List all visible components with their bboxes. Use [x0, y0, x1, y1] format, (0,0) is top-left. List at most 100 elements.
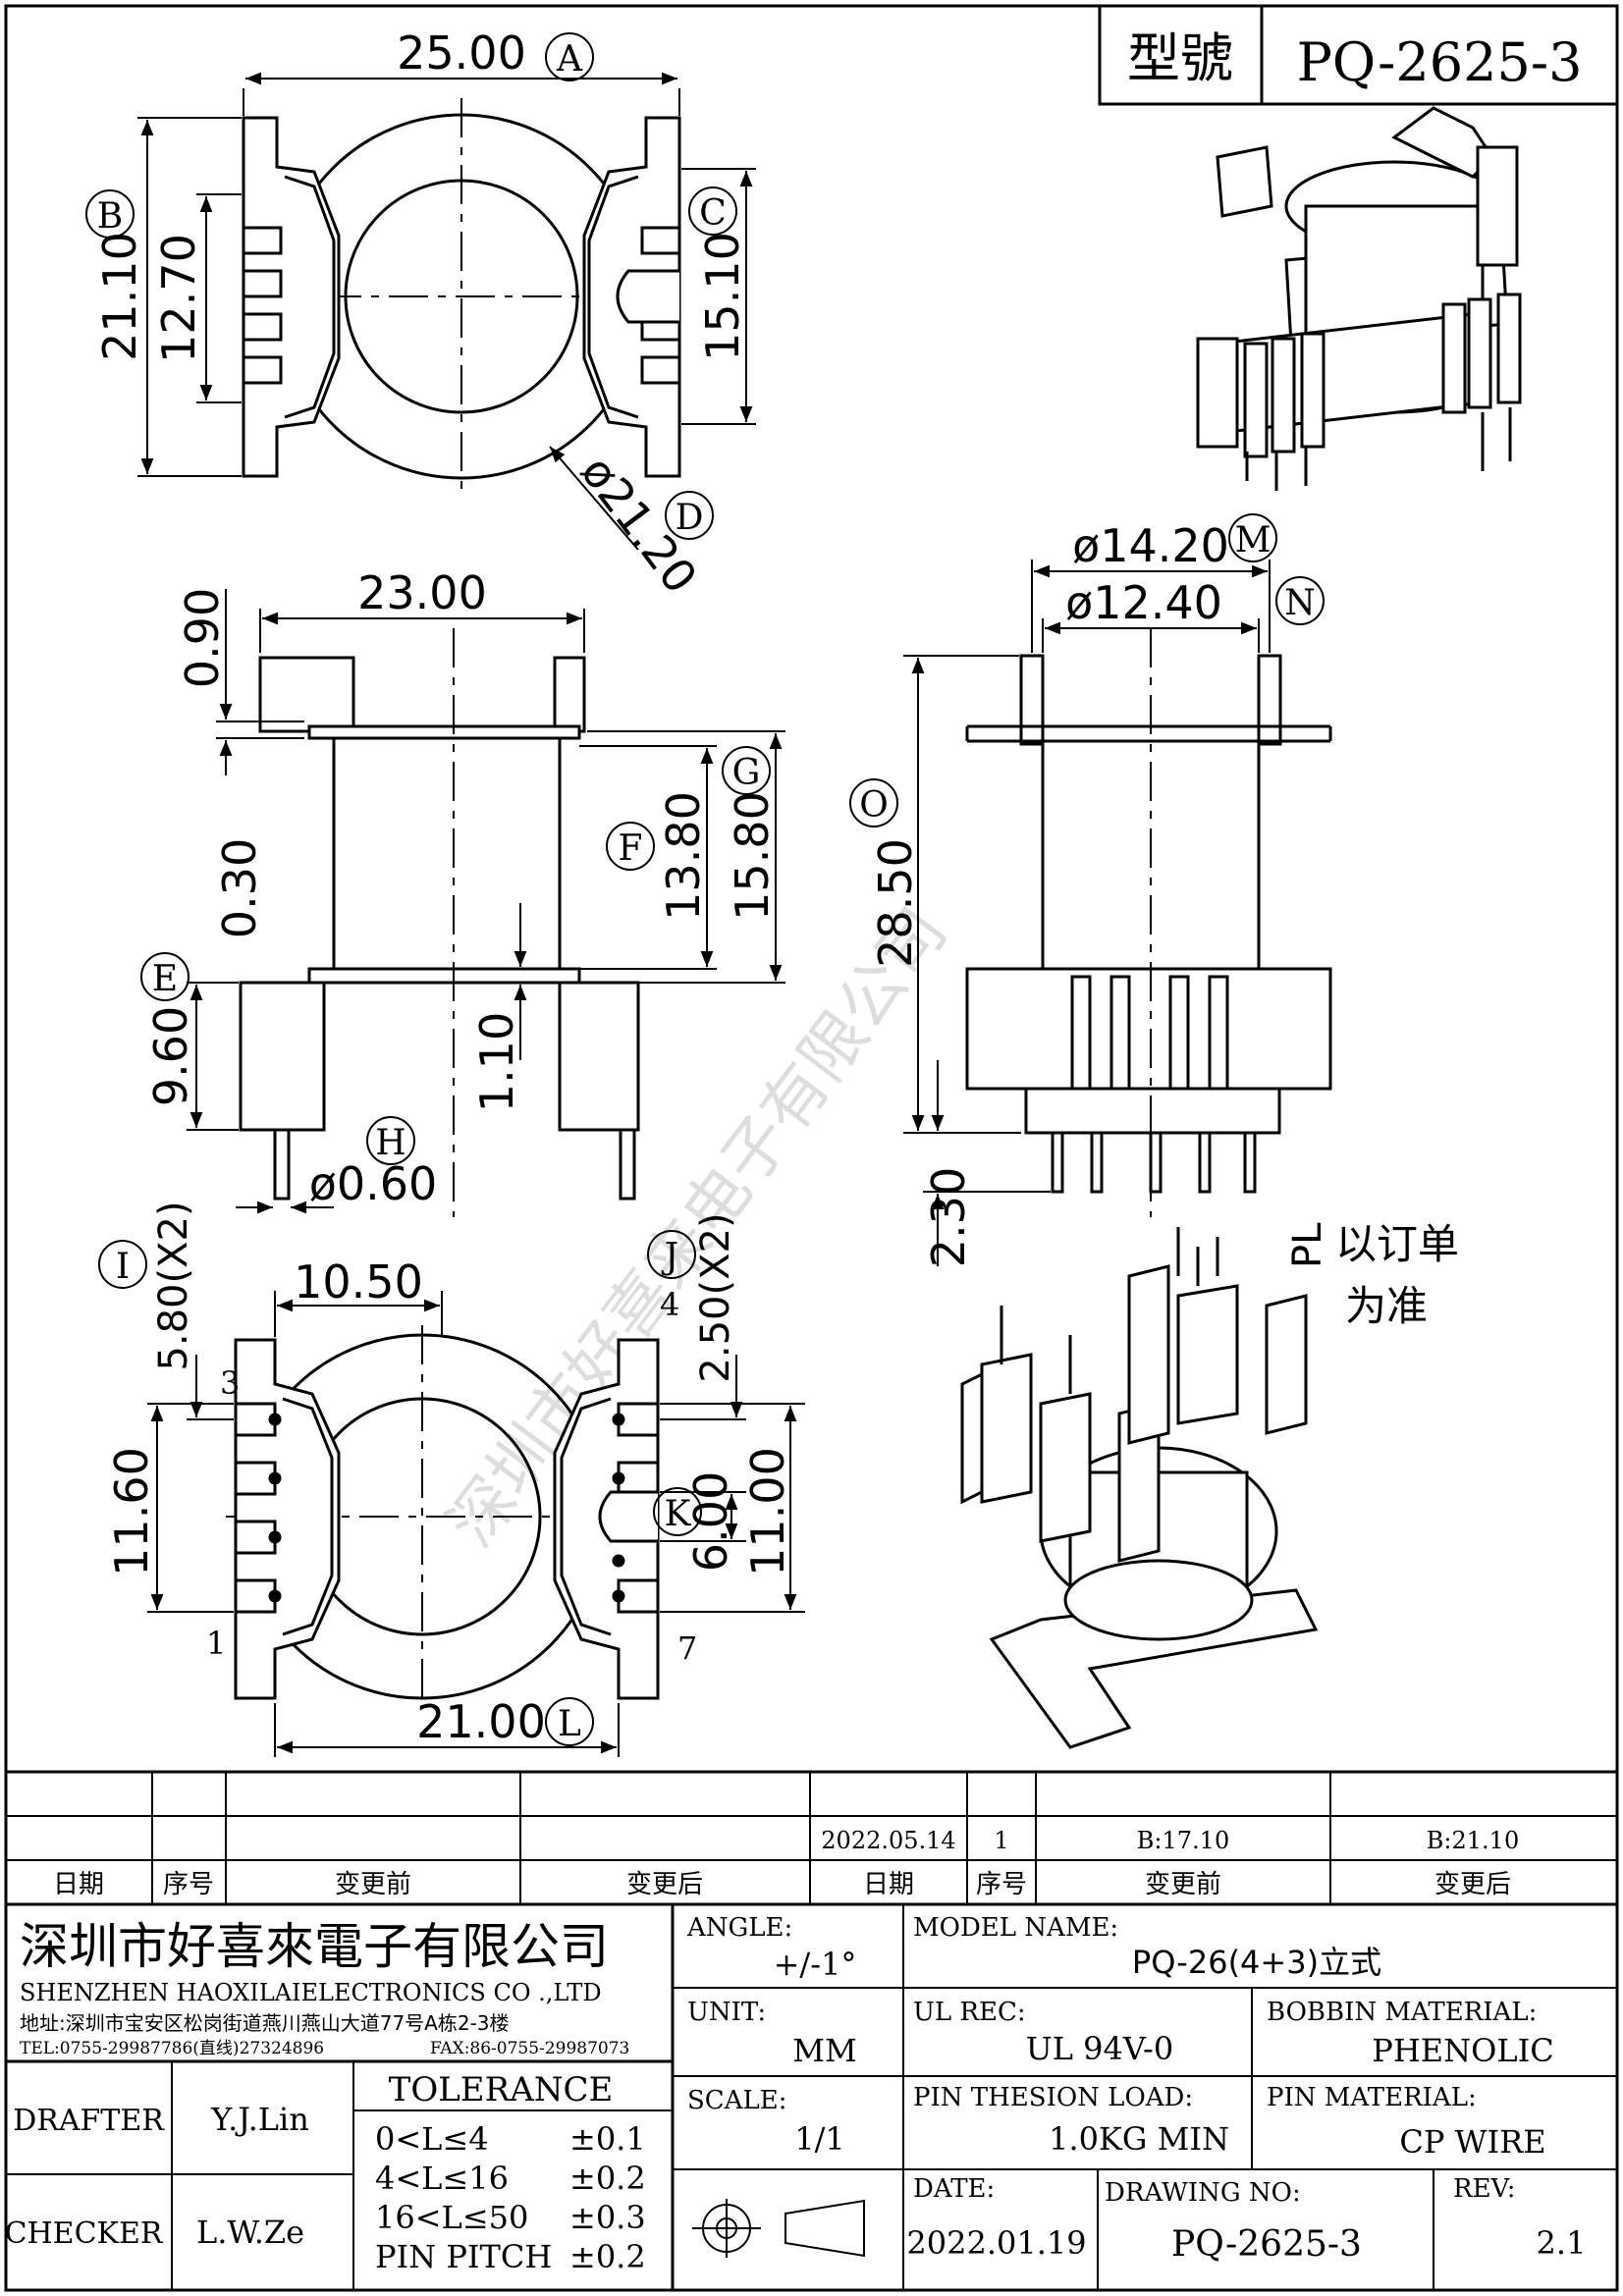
svg-text:F: F	[619, 828, 643, 869]
pin-number-1: 1	[206, 1625, 226, 1662]
tolerance-range-2: 16<L≤50	[375, 2199, 528, 2236]
svg-text:以订单: 以订单	[1335, 1220, 1459, 1268]
pin-material-label: PIN MATERIAL:	[1267, 2083, 1477, 2112]
label-I: I	[98, 1240, 147, 1289]
dim-L: 21.00	[416, 1695, 546, 1748]
revision-table	[6, 1770, 1617, 1906]
rev-after: B:21.10	[1427, 1827, 1519, 1854]
dim-N: ø12.40	[1065, 576, 1222, 629]
label-G: G	[722, 746, 771, 795]
bottom-view-dimensions	[147, 1291, 805, 1757]
pin-load-value: 1.0KG MIN	[1049, 2120, 1229, 2158]
label-A: A	[545, 32, 594, 81]
drawing-no-label: DRAWING NO:	[1105, 2178, 1301, 2208]
front-view-dimensions	[903, 560, 1271, 1266]
label-J: J	[647, 1230, 696, 1279]
side-view-dimensions	[187, 589, 785, 1214]
bobbin-3d-view-upper	[1196, 106, 1522, 491]
ul-value: UL 94V-0	[1026, 2030, 1173, 2067]
dim-J: 2.50(X2)	[693, 1212, 738, 1382]
dim-b2: 12.70	[152, 234, 205, 363]
company-name-en: SHENZHEN HAOXILAIELECTRONICS CO .,LTD	[20, 1979, 602, 2006]
label-O: O	[849, 778, 898, 828]
label-M: M	[1228, 513, 1277, 562]
title-block-grid	[6, 1904, 1617, 2290]
label-K: K	[653, 1487, 702, 1536]
pin-number-3: 3	[220, 1364, 240, 1402]
pin-material-value: CP WIRE	[1399, 2123, 1545, 2161]
label-H: H	[366, 1116, 415, 1165]
model-name-value: PQ-26(4+3)立式	[1132, 1944, 1381, 1981]
label-C: C	[688, 187, 737, 236]
company-name-cn: 深圳市好喜來電子有限公司	[20, 1918, 609, 1975]
svg-text:G: G	[732, 753, 761, 793]
front-view	[965, 628, 1332, 1217]
scale-value: 1/1	[794, 2120, 845, 2158]
dim-B: 21.10	[93, 232, 146, 361]
dim-H: ø0.60	[309, 1157, 438, 1210]
tolerance-value-3: ±0.2	[569, 2238, 646, 2275]
projection-symbol-icon	[692, 2199, 865, 2258]
unit-label: UNIT:	[687, 1998, 766, 2027]
label-N: N	[1275, 576, 1325, 625]
rev-date: 2022.05.14	[821, 1827, 955, 1854]
angle-label: ANGLE:	[686, 1913, 792, 1943]
svg-text:N: N	[1284, 583, 1316, 623]
svg-text:I: I	[116, 1247, 130, 1287]
rev-before: B:17.10	[1137, 1827, 1229, 1854]
rev-value: 2.1	[1537, 2224, 1587, 2262]
svg-text:H: H	[375, 1123, 406, 1163]
dim-t1: 0.90	[176, 588, 229, 688]
dim-I: 5.80(X2)	[151, 1201, 196, 1370]
label-F: F	[606, 822, 655, 871]
tolerance-value-0: ±0.1	[569, 2120, 646, 2158]
svg-text:K: K	[665, 1494, 692, 1534]
rev-h-date2: 日期	[863, 1870, 914, 1899]
svg-text:A: A	[556, 39, 583, 80]
dim-t2: 0.30	[213, 838, 266, 938]
pin-number-4: 4	[660, 1286, 679, 1323]
rev-h-before2: 变更前	[1145, 1870, 1221, 1899]
svg-text:为准: 为准	[1345, 1282, 1428, 1330]
dim-mid: 1.10	[470, 1012, 523, 1112]
scale-label: SCALE:	[687, 2086, 787, 2115]
pin-load-label: PIN THESION LOAD:	[913, 2083, 1193, 2112]
rev-h-seq2: 序号	[976, 1870, 1027, 1899]
dim-bot: 2.30	[922, 1167, 975, 1267]
tolerance-value-1: ±0.2	[569, 2160, 646, 2197]
tolerance-value-2: ±0.3	[569, 2199, 646, 2236]
tolerance-title: TOLERANCE	[389, 2070, 614, 2109]
tolerance-range-3: PIN PITCH	[375, 2238, 552, 2275]
checker-label: CHECKER	[5, 2216, 164, 2251]
label-D: D	[665, 491, 714, 540]
drawing-no-value: PQ-2625-3	[1171, 2224, 1362, 2265]
dim-A: 25.00	[397, 27, 526, 80]
svg-text:C: C	[699, 193, 727, 234]
dim-K: 6.00	[684, 1471, 737, 1572]
top-view	[242, 98, 681, 491]
model-label: 型號	[1127, 27, 1233, 89]
drafter-value: Y.J.Lin	[210, 2101, 309, 2138]
top-view-dimensions	[137, 72, 756, 551]
dim-left2: 11.60	[105, 1447, 158, 1576]
dim-C: 15.10	[696, 232, 749, 361]
company-address: 地址:深圳市宝安区松岗街道燕川燕山大道77号A栋2-3楼	[20, 2011, 510, 2035]
checker-value: L.W.Ze	[196, 2214, 304, 2251]
rev-seq: 1	[994, 1827, 1008, 1854]
tolerance-range-1: 4<L≤16	[375, 2160, 509, 2197]
bobbin-material-value: PHENOLIC	[1372, 2032, 1553, 2069]
dim-M: ø14.20	[1072, 519, 1229, 572]
pin-number-7: 7	[677, 1629, 697, 1667]
dim-F: 13.80	[657, 791, 710, 921]
dim-E: 9.60	[144, 1006, 197, 1106]
svg-text:B: B	[97, 196, 123, 237]
svg-text:D: D	[676, 498, 704, 538]
unit-value: MM	[792, 2032, 857, 2069]
date-label: DATE:	[913, 2174, 995, 2204]
angle-value: +/-1°	[774, 1946, 857, 1983]
date-value: 2022.01.19	[906, 2224, 1086, 2262]
company-tel: TEL:0755-29987786(直线)27324896	[20, 2039, 324, 2058]
model-header: 型號 PQ-2625-3	[1098, 4, 1619, 106]
bottom-view	[226, 1325, 660, 1708]
